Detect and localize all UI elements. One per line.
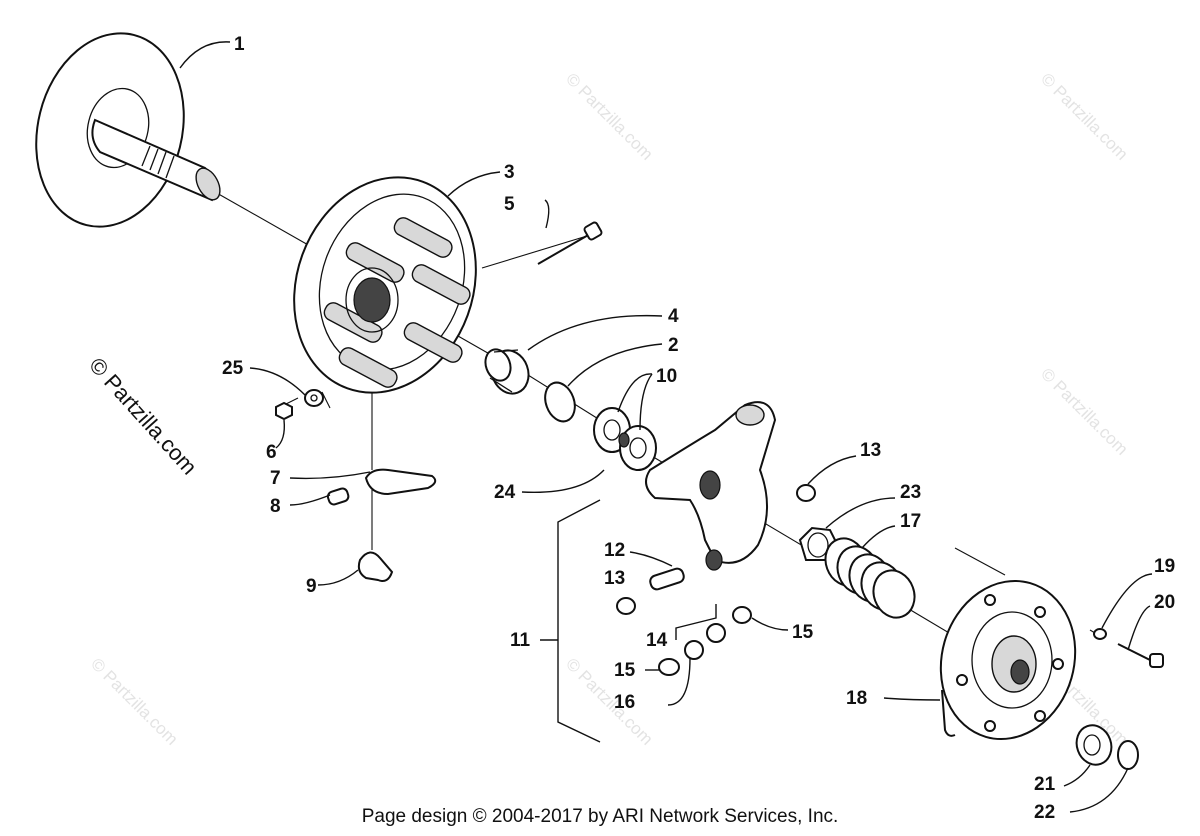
leader-lines [179,41,1153,813]
bushing [484,348,530,395]
callout-21: 21 [1034,774,1056,795]
callout-6: 6 [266,442,277,463]
watermark-tile: © Partzilla.com [1037,69,1131,163]
callout-10: 10 [656,366,677,387]
callout-13-upper: 13 [860,440,881,461]
group-bracket [557,499,601,743]
callout-11: 11 [510,630,531,651]
nut-and-washer-left [275,389,324,421]
sheave-with-shaft [35,32,221,228]
watermark-tile: © Partzilla.com [1037,364,1131,458]
callout-20: 20 [1154,592,1175,613]
callout-13-lower: 13 [604,568,625,589]
callout-14: 14 [646,630,668,651]
callout-15-right: 15 [792,622,814,643]
plug-lower [616,597,636,615]
watermark-tile: © Partzilla.com [87,654,181,748]
callout-15-left: 15 [614,660,636,681]
callout-18: 18 [846,688,867,709]
snap-ring [544,381,576,423]
spring [824,537,916,619]
callout-3: 3 [504,162,515,183]
callout-7: 7 [270,468,281,489]
callout-19: 19 [1154,556,1175,577]
callout-25: 25 [222,358,244,379]
clutch-housing [293,176,477,394]
callout-5: 5 [504,194,515,215]
roller-washers [658,606,752,676]
callout-1: 1 [234,34,245,55]
pin-short [326,487,350,506]
bolt-right [1117,643,1164,668]
washer-right [1093,628,1107,640]
callout-17: 17 [900,511,921,532]
callout-16: 16 [614,692,635,713]
watermark-tile: © Partzilla.com [562,69,656,163]
page-footer-copyright: Page design © 2004-2017 by ARI Network S… [361,806,839,827]
watermark-main: © Partzilla.com [84,353,202,480]
callouts: 1 3 5 4 2 10 24 25 6 7 8 9 12 13 13 23 1… [222,34,1175,823]
callout-9: 9 [306,576,317,597]
clip [357,551,394,582]
roller [618,432,630,448]
callout-8: 8 [270,496,281,517]
callout-24: 24 [494,482,516,503]
bolt-long [537,221,603,265]
lever [364,468,437,496]
retaining-ring [1117,740,1139,770]
pin-cylinder [649,567,685,591]
callout-12: 12 [604,540,625,561]
plug-upper [796,484,816,502]
callout-23: 23 [900,482,921,503]
watermark-tile: © Partzilla.com [562,654,656,748]
callout-4: 4 [668,306,679,327]
callout-22: 22 [1034,802,1055,823]
callout-2: 2 [668,335,679,356]
bushing-right [1075,724,1113,766]
cam-arm [645,401,777,571]
hub-plate [939,579,1077,741]
